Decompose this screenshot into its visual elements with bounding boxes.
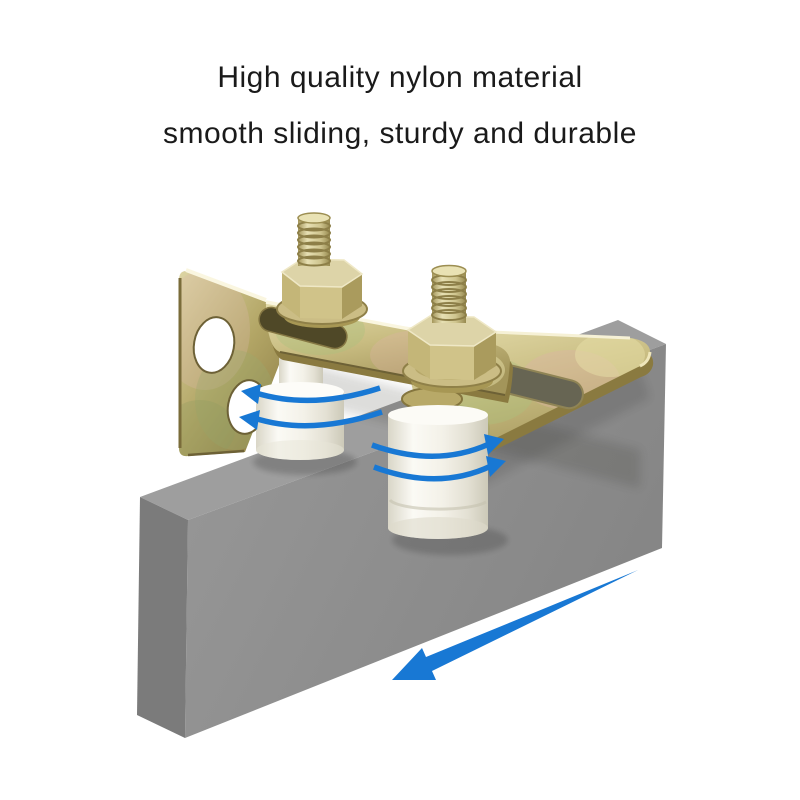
rotation-arrowhead: [484, 434, 504, 455]
rotation-arrows-right: [371, 434, 506, 482]
rotation-arrowhead: [239, 410, 260, 430]
caption-line-1: High quality nylon material: [217, 61, 583, 94]
flange-hole-upper: [192, 316, 236, 374]
bolt-stud-left: [297, 212, 331, 267]
rotation-arrowhead: [486, 456, 506, 477]
hex-nut-right: [406, 315, 498, 380]
hex-nut-left: [280, 258, 364, 319]
hex-bolt-left: [276, 212, 368, 328]
rotation-arrows-left: [239, 384, 383, 430]
caption: High quality nylon material smooth slidi…: [0, 50, 800, 162]
bolt-stud-right: [431, 264, 467, 323]
slide-direction-arrow: [392, 570, 638, 680]
nylon-roller-right: [388, 387, 488, 539]
rotation-arrowhead: [241, 384, 261, 404]
panel-left-face: [137, 497, 188, 738]
hex-bolt-right: [402, 264, 502, 393]
caption-line-2: smooth sliding, sturdy and durable: [163, 117, 637, 150]
